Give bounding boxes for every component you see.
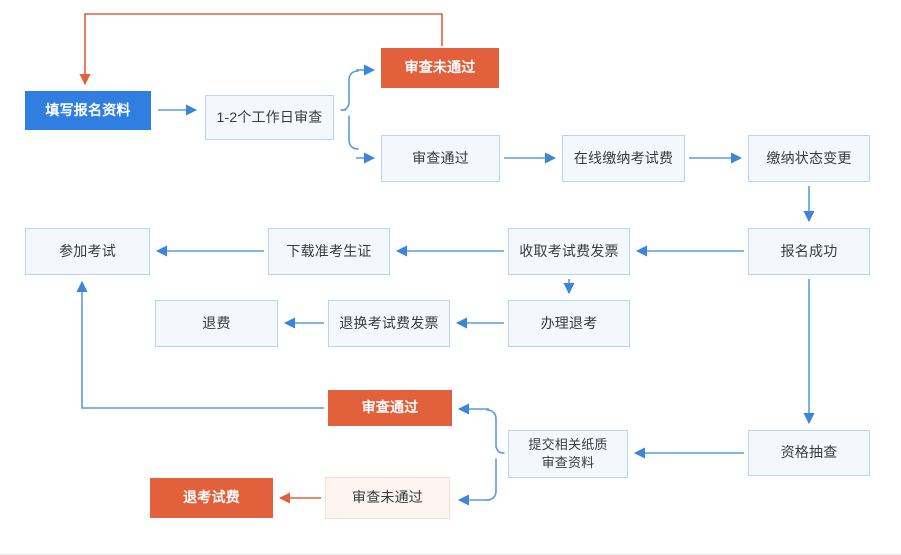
node-receive-invoice[interactable]: 收取考试费发票 (508, 228, 630, 275)
node-return-invoice[interactable]: 退换考试费发票 (328, 300, 450, 347)
edge-review-brace-curve (340, 70, 359, 150)
node-review-failed-top[interactable]: 审查未通过 (381, 48, 499, 88)
node-payment-status-changed[interactable]: 缴纳状态变更 (748, 135, 870, 182)
node-signup-success[interactable]: 报名成功 (748, 228, 870, 275)
node-review-failed-bottom[interactable]: 审查未通过 (325, 477, 450, 519)
node-submit-paper-documents[interactable]: 提交相关纸质 审查资料 (508, 430, 628, 478)
node-refund[interactable]: 退费 (155, 300, 278, 347)
node-download-admission-ticket[interactable]: 下载准考生证 (268, 228, 390, 275)
node-fill-form[interactable]: 填写报名资料 (25, 91, 151, 130)
node-cancel-exam[interactable]: 办理退考 (508, 300, 630, 347)
node-review-1-2-days[interactable]: 1-2个工作日审查 (205, 95, 334, 140)
node-pay-online[interactable]: 在线缴纳考试费 (562, 135, 685, 182)
edge-failedtop-to-fillform (79, 13, 443, 86)
node-review-passed-top[interactable]: 审查通过 (381, 135, 500, 182)
edge-docs-brace (486, 409, 505, 501)
node-qualification-spot-check[interactable]: 资格抽查 (748, 430, 870, 476)
node-refund-exam-fee[interactable]: 退考试费 (150, 478, 273, 518)
node-take-exam[interactable]: 参加考试 (25, 228, 150, 275)
node-review-passed-bottom[interactable]: 审查通过 (328, 390, 452, 426)
edge-passedbot-to-exam (76, 280, 324, 409)
